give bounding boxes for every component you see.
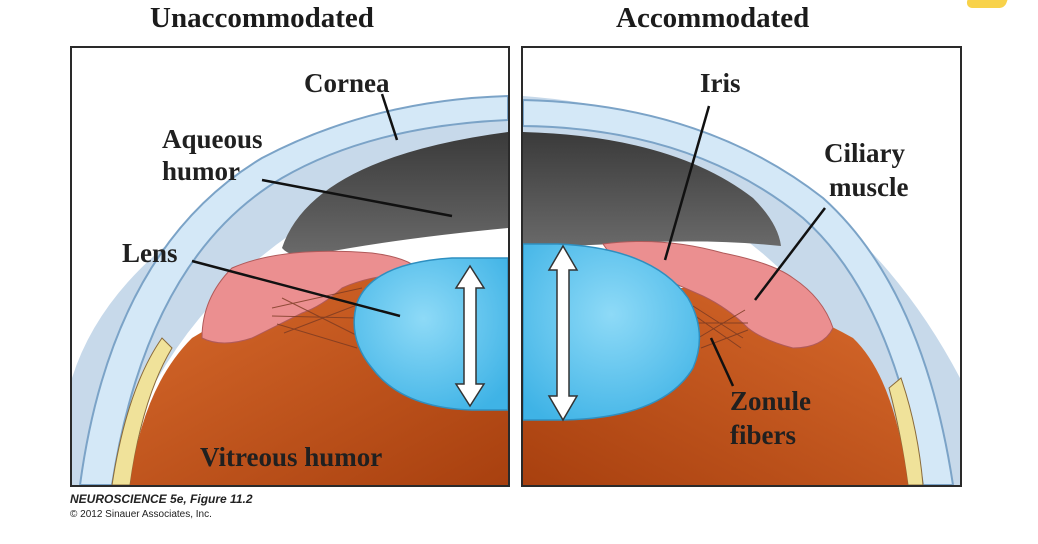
label-aqueous-line2: humor [162,156,240,186]
label-ciliary-line2: muscle [829,172,909,202]
unaccommodated-eye-illustration: Cornea Aqueous humor Lens Vitreous humor [72,68,508,485]
cornea [78,94,508,485]
label-vitreous-humor: Vitreous humor [200,442,382,472]
corner-highlight-mark [964,0,1008,8]
lens-thickness-arrow [547,244,579,422]
figure-credit: NEUROSCIENCE 5e, Figure 11.2 [70,492,253,506]
title-accommodated: Accommodated [616,2,810,34]
zonule-fibers [271,287,363,349]
label-aqueous-line1: Aqueous [162,124,263,154]
cornea [523,98,955,485]
zonule-fibers [690,305,749,349]
label-zonule-line1: Zonule [730,386,811,416]
title-unaccommodated: Unaccommodated [150,2,374,34]
label-ciliary-line1: Ciliary [824,138,905,168]
leader-iris [663,105,711,261]
iris-ciliary-tissue [602,240,834,349]
aqueous-chamber [282,132,508,256]
sclera-strip [111,337,173,485]
leader-zonule [709,337,735,387]
leader-aqueous [261,178,453,218]
unaccommodated-panel: Cornea Aqueous humor Lens Vitreous humor [70,46,510,487]
lens-thickness-arrow [454,264,486,408]
label-iris: Iris [700,68,741,98]
label-cornea: Cornea [304,68,390,98]
aqueous-chamber [523,132,781,248]
leader-ciliary [754,207,826,301]
accommodated-eye-illustration: Iris Ciliary muscle Zonule fibers [523,68,960,485]
copyright-notice: © 2012 Sinauer Associates, Inc. [70,509,212,520]
leader-cornea [380,93,399,141]
label-zonule-line2: fibers [730,420,796,450]
sclera-strip [888,377,924,485]
accommodated-panel: Iris Ciliary muscle Zonule fibers [521,46,962,487]
leader-lens [191,259,401,318]
label-lens: Lens [122,238,178,268]
